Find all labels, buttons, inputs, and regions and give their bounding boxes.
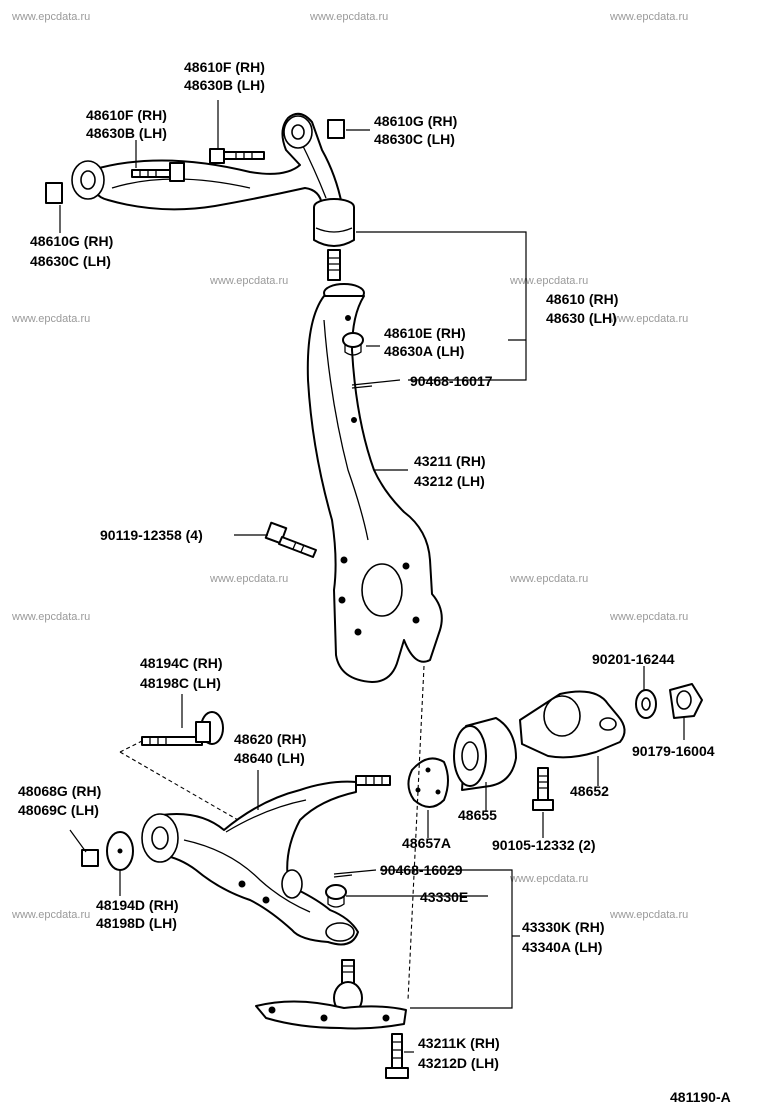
upper-nut-right-lh-label: 48630C (LH) <box>374 131 455 147</box>
assembly-lines <box>119 665 425 1001</box>
lower-cam-rh-label: 48194D (RH) <box>96 897 178 913</box>
upper-cotter-pin-drawing <box>351 379 401 389</box>
watermark: www.epcdata.ru <box>609 909 688 921</box>
watermark: www.epcdata.ru <box>11 11 90 23</box>
upper-arm-lh-label: 48630 (LH) <box>546 310 617 326</box>
lower-castle-nut-label: 43330E <box>420 889 468 905</box>
bracket-washer-drawing <box>635 689 657 719</box>
lower-cam-lh-label: 48198D (LH) <box>96 915 177 931</box>
lower-ball-joint-drawing <box>255 959 407 1030</box>
bushing-drawing <box>453 717 517 791</box>
watermark: www.epcdata.ru <box>209 573 288 585</box>
ball-joint-bolt-lh-label: 43212D (LH) <box>418 1055 499 1071</box>
part-labels: 48610F (RH) 48630B (LH) 48610F (RH) 4863… <box>18 59 731 1105</box>
lower-cam-washer-drawing <box>106 831 134 871</box>
lower-nut-drawing <box>81 849 99 867</box>
upper-bolt-top-lh-label: 48630B (LH) <box>184 77 265 93</box>
ball-joint-lh-label: 43340A (LH) <box>522 939 602 955</box>
stopper-drawing <box>407 757 449 808</box>
lower-arm-rh-label: 48620 (RH) <box>234 731 306 747</box>
upper-nut-right-drawing <box>327 119 345 139</box>
knuckle-bolt-drawing <box>264 521 317 558</box>
bracket-bolt-label: 90105-12332 (2) <box>492 837 596 853</box>
upper-bolt-left-rh-label: 48610F (RH) <box>86 107 167 123</box>
upper-arm-rh-label: 48610 (RH) <box>546 291 618 307</box>
upper-castle-nut-lh-label: 48630A (LH) <box>384 343 464 359</box>
upper-cotter-pin-label: 90468-16017 <box>410 373 493 389</box>
bracket-nut-label: 90179-16004 <box>632 743 715 759</box>
lower-arm-lh-label: 48640 (LH) <box>234 750 305 766</box>
leader-lines <box>59 100 685 1053</box>
watermark: www.epcdata.ru <box>11 909 90 921</box>
watermark: www.epcdata.ru <box>209 275 288 287</box>
watermark: www.epcdata.ru <box>609 313 688 325</box>
lower-bolt-drawing <box>141 711 224 746</box>
watermark: www.epcdata.ru <box>11 611 90 623</box>
watermark: www.epcdata.ru <box>509 275 588 287</box>
lower-cotter-pin-label: 90468-16029 <box>380 862 463 878</box>
ball-joint-bolt-drawing <box>385 1033 409 1079</box>
upper-castle-nut-drawing <box>342 332 364 356</box>
lower-nut-rh-label: 48068G (RH) <box>18 783 101 799</box>
watermarks: www.epcdata.ru www.epcdata.ru www.epcdat… <box>11 11 688 921</box>
watermark: www.epcdata.ru <box>309 11 388 23</box>
steering-knuckle-drawing <box>306 283 443 683</box>
lower-castle-nut-drawing <box>325 884 347 908</box>
upper-bolt-left-drawing <box>131 162 185 182</box>
lower-cotter-pin-drawing <box>333 869 377 878</box>
upper-bolt-top-drawing <box>209 148 265 164</box>
bracket-label: 48652 <box>570 783 609 799</box>
bracket-washer-label: 90201-16244 <box>592 651 675 667</box>
knuckle-rh-label: 43211 (RH) <box>414 453 486 469</box>
watermark: www.epcdata.ru <box>609 611 688 623</box>
bushing-label: 48655 <box>458 807 497 823</box>
lower-bolt-rh-label: 48194C (RH) <box>140 655 222 671</box>
bracket-nut-drawing <box>669 683 703 719</box>
lower-nut-lh-label: 48069C (LH) <box>18 802 99 818</box>
bracket-drawing <box>519 690 626 759</box>
upper-bolt-left-lh-label: 48630B (LH) <box>86 125 167 141</box>
knuckle-bolt-label: 90119-12358 (4) <box>100 527 203 543</box>
watermark: www.epcdata.ru <box>609 11 688 23</box>
upper-nut-right-rh-label: 48610G (RH) <box>374 113 457 129</box>
upper-nut-left-lh-label: 48630C (LH) <box>30 253 111 269</box>
watermark: www.epcdata.ru <box>509 573 588 585</box>
watermark: www.epcdata.ru <box>509 873 588 885</box>
ball-joint-bolt-rh-label: 43211K (RH) <box>418 1035 500 1051</box>
diagram-code: 481190-A <box>670 1089 731 1105</box>
ball-joint-rh-label: 43330K (RH) <box>522 919 604 935</box>
upper-nut-left-drawing <box>45 182 63 204</box>
lower-arm-drawing <box>141 775 391 946</box>
stopper-label: 48657A <box>402 835 451 851</box>
upper-nut-left-rh-label: 48610G (RH) <box>30 233 113 249</box>
lower-bolt-lh-label: 48198C (LH) <box>140 675 221 691</box>
upper-castle-nut-rh-label: 48610E (RH) <box>384 325 466 341</box>
knuckle-lh-label: 43212 (LH) <box>414 473 485 489</box>
upper-arm-drawing <box>71 112 355 281</box>
bracket-bolt-drawing <box>532 767 554 811</box>
upper-bolt-top-rh-label: 48610F (RH) <box>184 59 265 75</box>
watermark: www.epcdata.ru <box>11 313 90 325</box>
